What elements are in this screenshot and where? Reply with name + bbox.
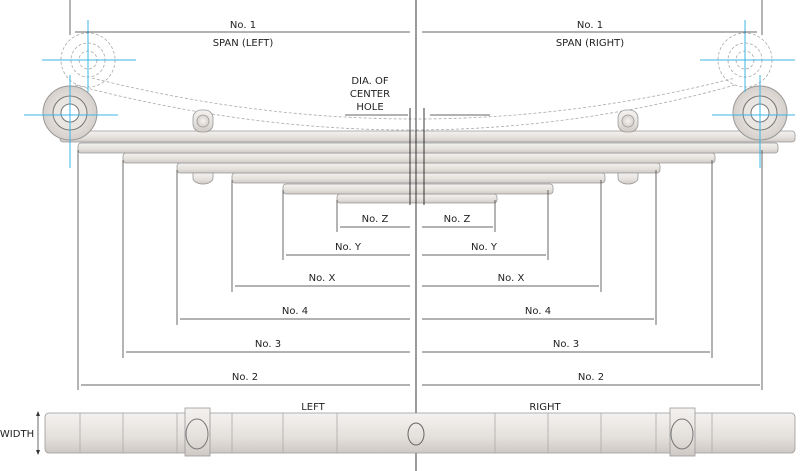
center-hole xyxy=(407,422,425,446)
nox-left-label: No. X xyxy=(309,273,336,284)
no2-right-label: No. 2 xyxy=(578,372,604,383)
noz-right-label: No. Z xyxy=(444,214,471,225)
center-hole-label-3: HOLE xyxy=(356,102,383,113)
no4-right-label: No. 4 xyxy=(525,306,551,317)
main-leaf xyxy=(59,130,796,143)
left-label: LEFT xyxy=(301,402,325,413)
span-right-label: SPAN (RIGHT) xyxy=(556,38,624,49)
unloaded-outline xyxy=(60,32,773,131)
nox-right-label: No. X xyxy=(498,273,525,284)
no1-left-label: No. 1 xyxy=(230,20,256,31)
leaf-4 xyxy=(176,162,661,174)
center-hole-label-2: CENTER xyxy=(350,89,390,100)
center-hole-label-1: DIA. OF xyxy=(351,76,389,87)
no1-right-label: No. 1 xyxy=(577,20,603,31)
clamp-right xyxy=(669,407,696,457)
no2-left-label: No. 2 xyxy=(232,372,258,383)
right-label: RIGHT xyxy=(529,402,561,413)
leaf-7 xyxy=(336,193,498,204)
leaf-2 xyxy=(77,142,779,154)
noz-left-label: No. Z xyxy=(362,214,389,225)
noy-right-label: No. Y xyxy=(471,242,498,253)
no3-right-label: No. 3 xyxy=(553,339,579,350)
eye-centerlines xyxy=(24,20,795,168)
span-left-label: SPAN (LEFT) xyxy=(213,38,274,49)
no4-left-label: No. 4 xyxy=(282,306,308,317)
leaf-stack xyxy=(42,85,796,204)
leaf-3 xyxy=(122,152,716,164)
center-lines xyxy=(69,0,763,471)
extension-lines xyxy=(77,150,763,390)
leaf-5 xyxy=(231,172,606,184)
width-label: WIDTH xyxy=(0,429,34,440)
no3-left-label: No. 3 xyxy=(255,339,281,350)
dimension-lines xyxy=(75,31,760,386)
leaf-6 xyxy=(282,183,554,195)
clamp-left xyxy=(184,407,211,457)
noy-left-label: No. Y xyxy=(335,242,362,253)
plan-view xyxy=(36,407,796,457)
